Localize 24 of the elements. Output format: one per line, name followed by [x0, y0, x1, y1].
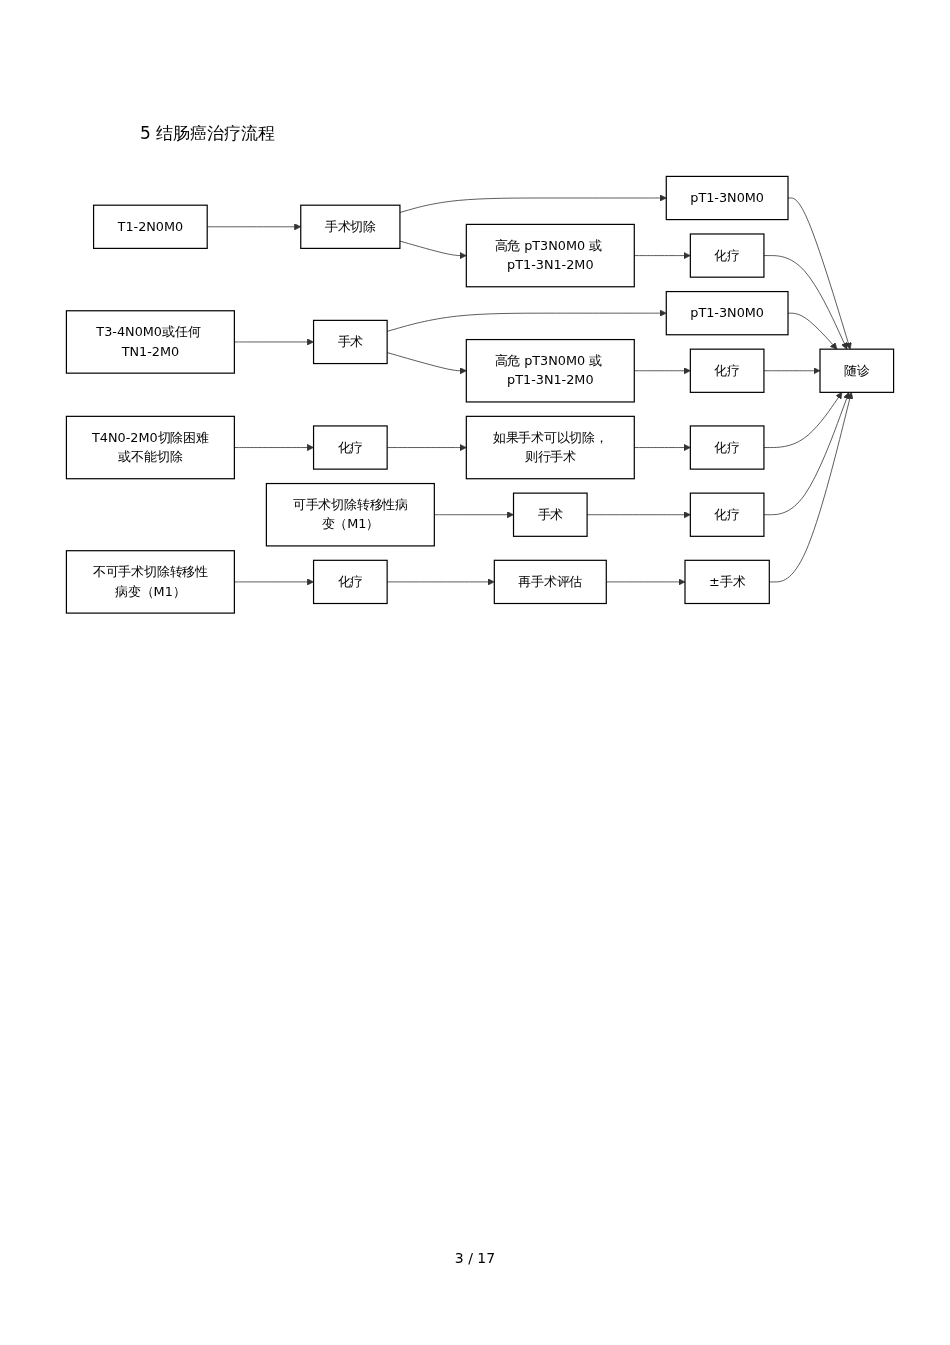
page-number: 3 / 17 — [453, 1250, 497, 1266]
node-box: 如果手术可以切除，则行手术 — [465, 415, 635, 480]
node-box: 化疗 — [312, 559, 388, 605]
node-box: 高危 pT3N0M0 或 pT1-3N1-2M0 — [465, 338, 635, 403]
node-box: 可手术切除转移性病变（M1） — [265, 482, 435, 547]
node-box: 化疗 — [689, 425, 765, 470]
node-box: 再手术评估 — [493, 559, 607, 605]
diagram-title: 5 结肠癌治疗流程 — [140, 122, 276, 145]
node-box: ±手术 — [684, 559, 770, 605]
node-box: 手术切除 — [300, 204, 401, 249]
node-box: 化疗 — [689, 348, 765, 393]
node-box: pT1-3N0M0 — [665, 175, 789, 221]
node-box: 高危 pT3N0M0 或 pT1-3N1-2M0 — [465, 223, 635, 288]
node-box: 化疗 — [689, 492, 765, 537]
node-box: T1-2N0M0 — [93, 204, 208, 249]
node-box: 随诊 — [819, 348, 895, 393]
node-box: pT1-3N0M0 — [665, 290, 789, 336]
node-box: 化疗 — [689, 233, 765, 278]
node-box: T4N0-2M0切除困难或不能切除 — [65, 415, 235, 480]
node-box: 化疗 — [312, 425, 388, 470]
node-box: T3-4N0M0或任何 TN1-2M0 — [65, 310, 235, 374]
node-box: 手术 — [312, 319, 388, 365]
node-box: 不可手术切除转移性病变（M1） — [65, 550, 235, 614]
node-box: 手术 — [512, 492, 588, 537]
